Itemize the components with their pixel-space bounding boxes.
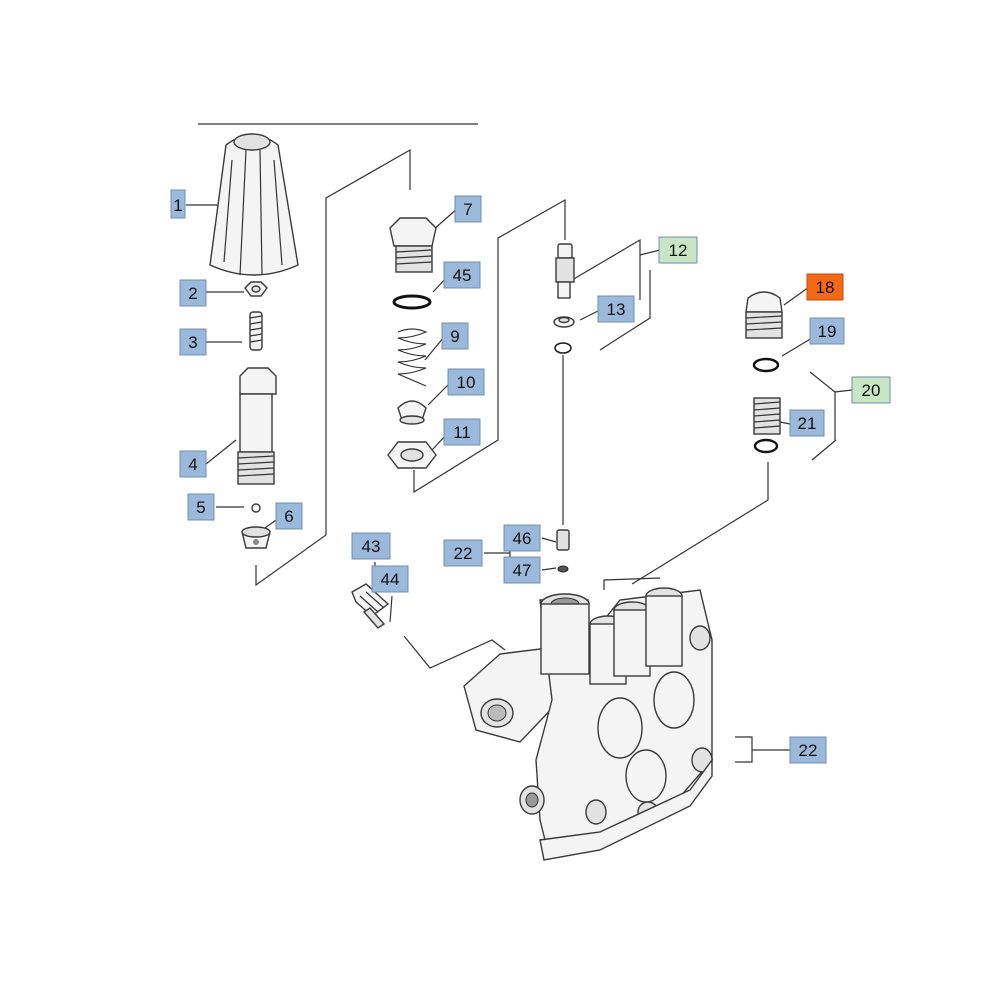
svg-text:22: 22 (454, 544, 473, 563)
svg-text:46: 46 (513, 529, 532, 548)
label-22-upper: 22 (443, 539, 483, 567)
label-boxes: 1 2 3 4 5 6 7 45 (170, 189, 891, 764)
part-47-ring (557, 565, 569, 573)
part-1-knob (209, 133, 299, 276)
part-3-rod (249, 311, 263, 351)
svg-text:3: 3 (188, 333, 197, 352)
svg-text:21: 21 (798, 414, 817, 433)
part-45-oring (392, 294, 432, 310)
part-46-pin (556, 529, 570, 551)
part-7-fitting (389, 217, 437, 273)
svg-text:45: 45 (453, 266, 472, 285)
svg-text:22: 22 (799, 741, 818, 760)
part-18-plug (745, 291, 783, 339)
part-9-spring (397, 328, 428, 387)
svg-text:4: 4 (188, 455, 197, 474)
label-43: 43 (351, 532, 391, 560)
label-7: 7 (454, 195, 482, 223)
svg-text:6: 6 (284, 507, 293, 526)
label-4: 4 (179, 450, 207, 478)
label-6: 6 (275, 502, 303, 530)
label-3: 3 (179, 328, 207, 356)
label-19: 19 (809, 317, 845, 345)
svg-text:11: 11 (453, 423, 471, 442)
svg-text:20: 20 (862, 381, 881, 400)
svg-text:13: 13 (607, 300, 626, 319)
label-13: 13 (597, 295, 635, 323)
svg-text:10: 10 (457, 373, 476, 392)
manifold-housing (463, 587, 713, 861)
svg-text:44: 44 (381, 570, 400, 589)
label-12: 12 (658, 236, 698, 264)
label-11: 11 (443, 418, 481, 446)
label-5: 5 (187, 493, 215, 521)
svg-text:12: 12 (669, 241, 688, 260)
svg-text:43: 43 (362, 537, 381, 556)
part-43-fitting (351, 583, 390, 629)
part-21-valve (753, 397, 781, 454)
label-44: 44 (371, 565, 409, 593)
label-21: 21 (789, 409, 825, 437)
part-4-stem (237, 367, 277, 485)
part-12-pin (555, 243, 575, 299)
label-45: 45 (443, 261, 481, 289)
label-18: 18 (806, 273, 844, 301)
label-1: 1 (170, 189, 186, 219)
label-2: 2 (179, 279, 207, 307)
svg-text:1: 1 (173, 196, 182, 215)
svg-text:5: 5 (196, 498, 205, 517)
label-47: 47 (503, 556, 541, 584)
part-19-oring (752, 357, 780, 373)
svg-text:18: 18 (816, 278, 835, 297)
part-5-ball (251, 503, 261, 513)
svg-text:47: 47 (513, 561, 532, 580)
label-10: 10 (447, 368, 485, 396)
label-46: 46 (503, 524, 541, 552)
label-9: 9 (441, 322, 469, 350)
svg-text:7: 7 (463, 200, 472, 219)
part-11-hexnut (387, 441, 437, 469)
part-10-valve (397, 400, 427, 425)
label-22-lower: 22 (789, 736, 827, 764)
svg-text:2: 2 (188, 284, 197, 303)
part-6-seat (241, 526, 271, 549)
part-13-washer (553, 316, 575, 354)
svg-text:19: 19 (818, 322, 837, 341)
svg-text:9: 9 (450, 327, 459, 346)
part-2-nut (244, 281, 268, 297)
label-20: 20 (851, 376, 891, 404)
